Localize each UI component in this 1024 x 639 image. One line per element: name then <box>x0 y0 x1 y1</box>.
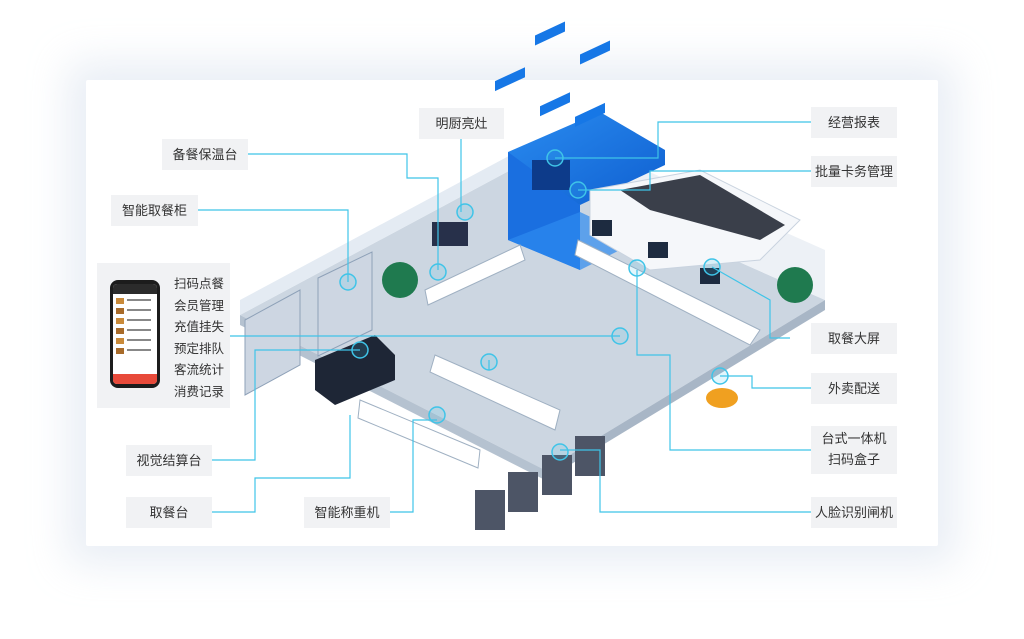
table-1 <box>495 67 525 92</box>
gate-3 <box>542 455 572 495</box>
label-mingchu: 明厨亮灶 <box>419 108 504 139</box>
floor-edge-right <box>545 300 825 480</box>
table-2 <box>535 21 565 46</box>
menu-board-2 <box>648 242 668 258</box>
table-3 <box>580 40 610 65</box>
ring-markers <box>339 149 729 461</box>
phone-screen-content <box>113 284 157 384</box>
feature-item: 消费记录 <box>174 384 225 399</box>
floor-edge <box>240 315 545 480</box>
label-qucantai: 取餐台 <box>126 497 212 528</box>
label-taishi: 台式一体机 扫码盒子 <box>811 426 897 474</box>
label-piliang: 批量卡务管理 <box>811 156 897 187</box>
counter-front <box>357 399 481 469</box>
label-waimai: 外卖配送 <box>811 373 897 404</box>
label-shijue: 视觉结算台 <box>126 445 212 476</box>
feature-item: 预定排队 <box>174 341 225 356</box>
food-cabinet-1 <box>244 289 301 396</box>
feature-item: 扫码点餐 <box>174 277 225 291</box>
label-jingying: 经营报表 <box>811 107 897 138</box>
counter-middle <box>429 354 561 431</box>
plant-2 <box>777 267 813 303</box>
feature-list: 扫码点餐 会员管理 充值挂失 预定排队 客流统计 消费记录 <box>174 274 224 403</box>
counter-back <box>424 244 526 306</box>
back-wall-left <box>240 150 520 315</box>
phone-app-icon <box>110 280 160 388</box>
feature-item: 充值挂失 <box>174 320 225 334</box>
gate-1 <box>475 490 505 530</box>
menu-board-1 <box>592 220 612 236</box>
phone-feature-panel: 扫码点餐 会员管理 充值挂失 预定排队 客流统计 消费记录 <box>97 263 230 408</box>
label-chengzhong: 智能称重机 <box>304 497 390 528</box>
label-taishi-line2: 扫码盒子 <box>827 452 880 467</box>
gate-2 <box>508 472 538 512</box>
table-4 <box>540 92 570 117</box>
serving-line <box>574 239 761 346</box>
label-zhineng-qucan-gui: 智能取餐柜 <box>111 195 198 226</box>
plant-1 <box>382 262 418 298</box>
phone-screen <box>113 284 157 384</box>
delivery-scooter <box>706 388 738 408</box>
checkout-island <box>315 335 395 405</box>
table-5 <box>575 102 605 127</box>
label-taishi-line1: 台式一体机 <box>821 431 887 446</box>
feature-item: 客流统计 <box>174 363 225 377</box>
label-renlian: 人脸识别闸机 <box>811 497 897 528</box>
label-qucan-daping: 取餐大屏 <box>811 323 897 354</box>
connector-lines <box>198 121 811 513</box>
kitchen-stoves <box>620 175 785 240</box>
label-beican: 备餐保温台 <box>162 139 248 170</box>
food-cabinet-2 <box>317 251 373 357</box>
feature-item: 会员管理 <box>174 298 225 313</box>
